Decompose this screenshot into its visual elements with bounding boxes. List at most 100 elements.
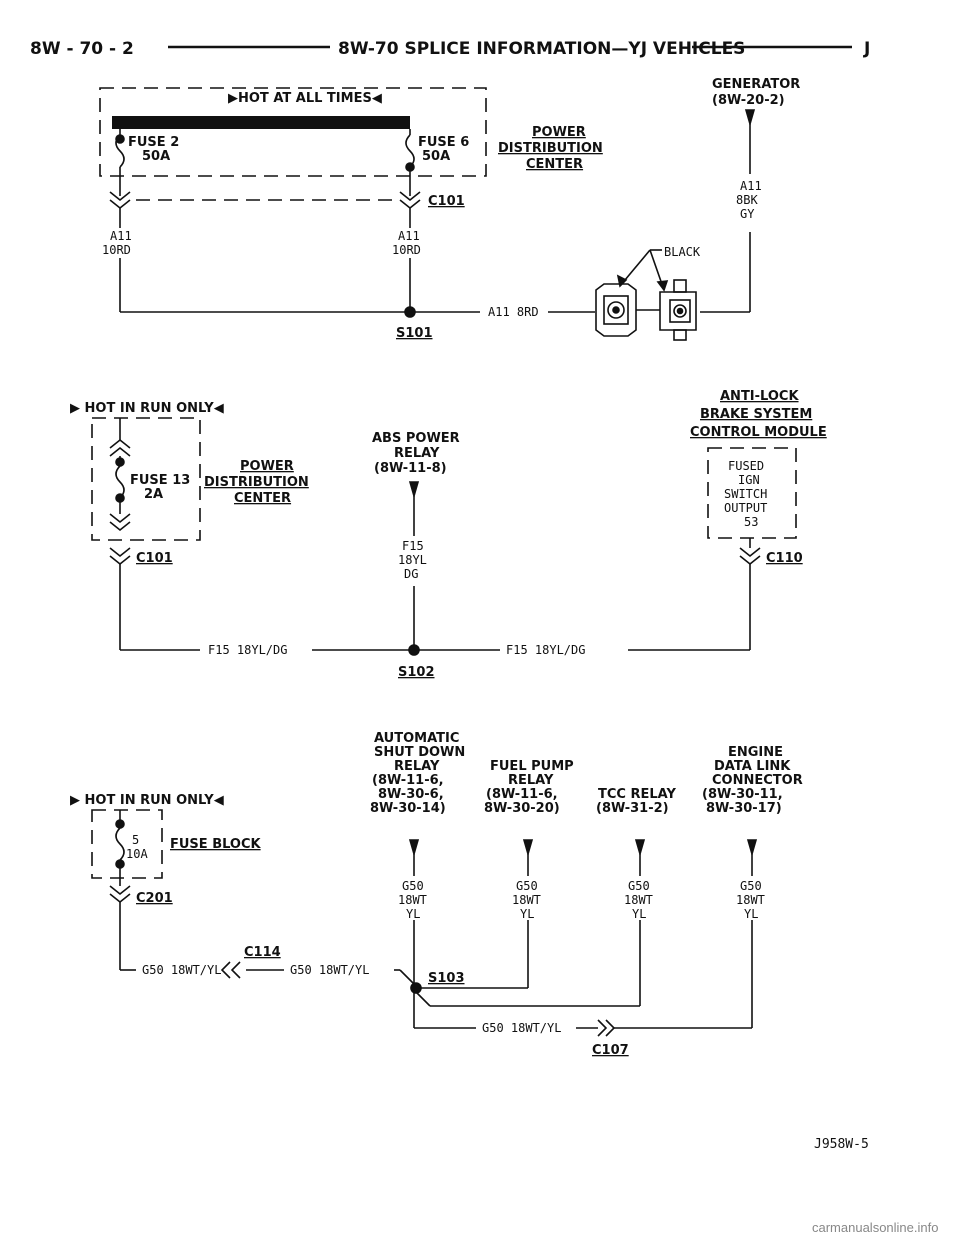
- section3-labels: ▶ HOT IN RUN ONLY◀ 5 10A FUSE BLOCK C201…: [70, 731, 803, 1058]
- splice-s101-label: S101: [396, 326, 433, 341]
- pdc-label: POWER: [240, 459, 294, 474]
- arrow-right-icon: ▶: [228, 91, 238, 106]
- svg-text:▶HOT AT ALL TIMES◀: ▶HOT AT ALL TIMES◀: [228, 91, 382, 106]
- tcc-relay-ref: (8W-31-2): [596, 801, 669, 816]
- wire-label: F15 18YL/DG: [506, 643, 585, 657]
- module-pin-label: SWITCH: [724, 487, 767, 501]
- fuel-pump-relay-label: RELAY: [508, 773, 554, 788]
- arrow-left-icon: ◀: [214, 793, 224, 808]
- wire-label: 18WT: [736, 893, 765, 907]
- wire-label: A11 8RD: [488, 305, 539, 319]
- abs-relay-label: RELAY: [394, 446, 440, 461]
- wire-label: YL: [632, 907, 646, 921]
- connector-symbol: [109, 547, 131, 566]
- asd-relay-ref: 8W-30-6,: [378, 787, 444, 802]
- pdc-label: DISTRIBUTION: [498, 141, 603, 156]
- wire-label: 18WT: [398, 893, 427, 907]
- engine-dlc-label: DATA LINK: [714, 759, 791, 774]
- module-pin-label: FUSED: [728, 459, 764, 473]
- fuse5-number: 5: [132, 833, 139, 847]
- arrow-left-icon: ◀: [214, 401, 224, 416]
- asd-relay-label: RELAY: [394, 759, 440, 774]
- fuse2-name: FUSE 2: [128, 135, 179, 150]
- header-letter: J: [863, 39, 870, 59]
- arrow-icon: [746, 839, 758, 857]
- hot-in-run-only-label: HOT IN RUN ONLY: [85, 793, 215, 808]
- fuse5-rating: 10A: [126, 847, 148, 861]
- connector-symbol: [109, 438, 131, 457]
- figure-id: J958W-5: [814, 1137, 869, 1152]
- wire-label: G50: [516, 879, 538, 893]
- arrow-right-icon: ▶: [70, 401, 85, 416]
- pdc-label: DISTRIBUTION: [204, 475, 309, 490]
- section2-labels: ▶ HOT IN RUN ONLY◀ FUSE 13 2A POWER DIST…: [70, 389, 827, 680]
- page-header: 8W - 70 - 2 8W-70 SPLICE INFORMATION—YJ …: [30, 39, 870, 59]
- wire-label: A11: [398, 229, 420, 243]
- fuel-pump-relay-ref: (8W-11-6,: [486, 787, 558, 802]
- abs-module-label: BRAKE SYSTEM: [700, 407, 812, 422]
- connector-symbol: [109, 885, 131, 904]
- tcc-relay-label: TCC RELAY: [598, 787, 676, 802]
- wire-label: 10RD: [392, 243, 421, 257]
- wire-label: YL: [520, 907, 534, 921]
- fuse2-rating: 50A: [142, 149, 170, 164]
- hot-in-run-only-label: HOT IN RUN ONLY: [85, 401, 215, 416]
- splice-dot-s103: [410, 982, 422, 994]
- wire-label: 18WT: [624, 893, 653, 907]
- arrow-icon: [522, 839, 534, 857]
- fuse-terminal: [115, 134, 125, 144]
- wire-label: GY: [740, 207, 755, 221]
- hot-at-all-times-label: HOT AT ALL TIMES: [238, 91, 372, 106]
- connector-c114-symbol: [220, 961, 241, 979]
- wire-label: G50: [402, 879, 424, 893]
- wire-label: G50 18WT/YL: [290, 963, 369, 977]
- wire-label: F15: [402, 539, 424, 553]
- page-title: 8W-70 SPLICE INFORMATION—YJ VEHICLES: [338, 39, 745, 59]
- generator-connector-icon: [595, 279, 697, 341]
- wire-label: G50: [740, 879, 762, 893]
- splice-s102-label: S102: [398, 665, 435, 680]
- wire-label: YL: [744, 907, 758, 921]
- svg-text:▶ HOT IN RUN ONLY◀: ▶ HOT IN RUN ONLY◀: [70, 793, 224, 808]
- section-hot-at-all-times: [99, 87, 756, 341]
- wire-label: F15 18YL/DG: [208, 643, 287, 657]
- section-hot-in-run-only-abs: [91, 417, 797, 656]
- wire-label: A11: [110, 229, 132, 243]
- fuel-pump-relay-label: FUEL PUMP: [490, 759, 574, 774]
- fuse6-rating: 50A: [422, 149, 450, 164]
- wire-label: 18YL: [398, 553, 427, 567]
- wire-label: G50: [628, 879, 650, 893]
- connector-c101-label: C101: [136, 551, 173, 566]
- splice-s103-label: S103: [428, 971, 465, 986]
- pdc-label: CENTER: [526, 157, 583, 172]
- wire-label: 18WT: [512, 893, 541, 907]
- abs-relay-label: ABS POWER: [372, 431, 460, 446]
- arrow-icon: [634, 839, 646, 857]
- arrow-icon: [744, 109, 756, 127]
- arrow-icon: [408, 481, 420, 499]
- connector-symbol: [109, 513, 131, 532]
- arrow-icon: [408, 839, 420, 857]
- arrow-right-icon: ▶: [70, 793, 85, 808]
- black-label: BLACK: [664, 245, 701, 259]
- fuse13-name: FUSE 13: [130, 473, 190, 488]
- connector-c110-label: C110: [766, 551, 803, 566]
- engine-dlc-label: CONNECTOR: [712, 773, 803, 788]
- wire-label: DG: [404, 567, 418, 581]
- asd-relay-label: SHUT DOWN: [374, 745, 465, 760]
- connector-c114-label: C114: [244, 945, 281, 960]
- svg-text:▶ HOT IN RUN ONLY◀: ▶ HOT IN RUN ONLY◀: [70, 401, 224, 416]
- connector-c201-label: C201: [136, 891, 173, 906]
- generator-ref: (8W-20-2): [712, 93, 785, 108]
- section-hot-in-run-only-g50: [91, 809, 758, 1037]
- asd-relay-ref: (8W-11-6,: [372, 773, 444, 788]
- page-number: 8W - 70 - 2: [30, 39, 134, 59]
- wire-label: G50 18WT/YL: [142, 963, 221, 977]
- asd-relay-ref: 8W-30-14): [370, 801, 446, 816]
- abs-module-label: CONTROL MODULE: [690, 425, 827, 440]
- connector-symbol: [739, 547, 761, 566]
- asd-relay-label: AUTOMATIC: [374, 731, 459, 746]
- watermark: carmanualsonline.info: [812, 1220, 938, 1235]
- engine-dlc-label: ENGINE: [728, 745, 783, 760]
- fuse13-rating: 2A: [144, 487, 163, 502]
